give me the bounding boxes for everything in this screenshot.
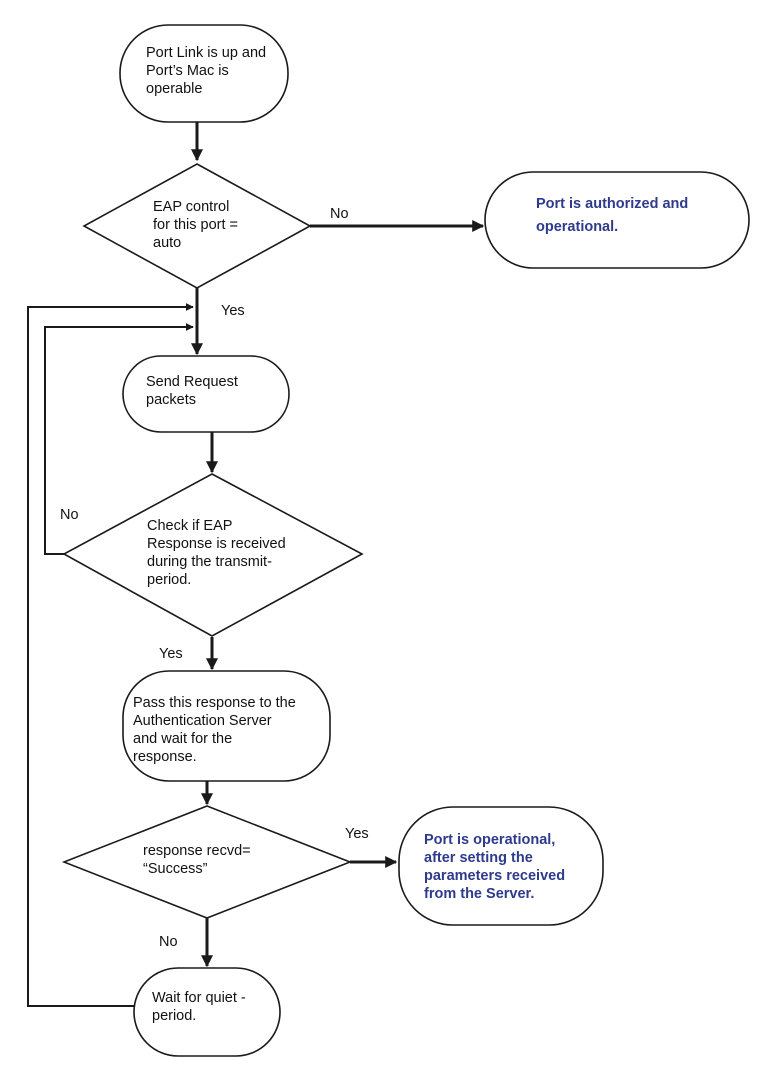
operational-text: Port is operational, after setting the p…	[424, 832, 569, 902]
check-response-text: Check if EAP Response is received during…	[147, 518, 290, 588]
send-request-node: Send Request packets	[122, 355, 290, 433]
start-line-3: operable	[146, 81, 202, 97]
operational-line-1: Port is operational,	[424, 832, 555, 848]
edge-label-eap-no: No	[330, 206, 349, 222]
pass-response-line-1: Pass this response to the	[133, 695, 296, 711]
edge-label-success-yes: Yes	[345, 826, 369, 842]
authorized-shape	[484, 171, 750, 269]
send-request-line-1: Send Request	[146, 374, 238, 390]
check-response-decision: Check if EAP Response is received during…	[62, 473, 364, 637]
wait-quiet-text: Wait for quiet - period.	[152, 990, 250, 1024]
check-response-shape	[62, 473, 364, 637]
wait-quiet-line-1: Wait for quiet -	[152, 990, 246, 1006]
pass-response-line-2: Authentication Server	[133, 713, 272, 729]
eap-control-line-1: EAP control	[153, 199, 229, 215]
wait-quiet-node: Wait for quiet - period.	[133, 967, 281, 1057]
edge-label-check-yes: Yes	[159, 646, 183, 662]
authorized-line-2: operational.	[536, 219, 618, 235]
check-response-line-2: Response is received	[147, 536, 286, 552]
send-request-text: Send Request packets	[146, 374, 242, 408]
start-shape	[119, 24, 289, 123]
check-response-line-3: during the transmit-	[147, 554, 272, 570]
edge-label-check-no: No	[60, 507, 79, 523]
loop-quiet-period	[27, 303, 194, 1007]
connectors	[27, 122, 485, 1007]
response-success-line-2: “Success”	[143, 861, 208, 877]
response-success-shape	[61, 805, 353, 919]
send-request-shape	[122, 355, 290, 433]
authorized-line-1: Port is authorized and	[536, 196, 688, 212]
response-success-line-1: response recvd=	[143, 843, 251, 859]
start-node: Port Link is up and Port’s Mac is operab…	[119, 24, 289, 123]
eap-control-text: EAP control for this port = auto	[153, 199, 242, 251]
edge-labels: No Yes No Yes Yes No	[60, 206, 369, 950]
operational-shape	[398, 806, 604, 926]
pass-response-text: Pass this response to the Authentication…	[133, 695, 300, 765]
response-success-text: response recvd= “Success”	[143, 843, 255, 877]
operational-line-3: parameters received	[424, 868, 565, 884]
pass-response-shape	[122, 670, 331, 782]
edge-label-eap-yes: Yes	[221, 303, 245, 319]
check-response-line-1: Check if EAP	[147, 518, 232, 534]
start-line-1: Port Link is up and	[146, 45, 266, 61]
operational-node: Port is operational, after setting the p…	[398, 806, 604, 926]
eap-control-line-3: auto	[153, 235, 181, 251]
loop-check-no	[44, 323, 194, 555]
authorized-text: Port is authorized and operational.	[536, 196, 692, 235]
authorized-node: Port is authorized and operational.	[484, 171, 750, 269]
pass-response-line-4: response.	[133, 749, 197, 765]
check-response-line-4: period.	[147, 572, 191, 588]
eap-control-shape	[82, 163, 312, 289]
eap-control-line-2: for this port =	[153, 217, 238, 233]
operational-line-2: after setting the	[424, 850, 533, 866]
pass-response-line-3: and wait for the	[133, 731, 232, 747]
response-success-decision: response recvd= “Success”	[61, 805, 353, 919]
pass-response-node: Pass this response to the Authentication…	[122, 670, 331, 782]
eap-control-decision: EAP control for this port = auto	[82, 163, 312, 289]
send-request-line-2: packets	[146, 392, 196, 408]
operational-line-4: from the Server.	[424, 886, 534, 902]
wait-quiet-shape	[133, 967, 281, 1057]
start-line-2: Port’s Mac is	[146, 63, 229, 79]
edge-label-success-no: No	[159, 934, 178, 950]
start-text: Port Link is up and Port’s Mac is operab…	[146, 45, 270, 97]
wait-quiet-line-2: period.	[152, 1008, 196, 1024]
